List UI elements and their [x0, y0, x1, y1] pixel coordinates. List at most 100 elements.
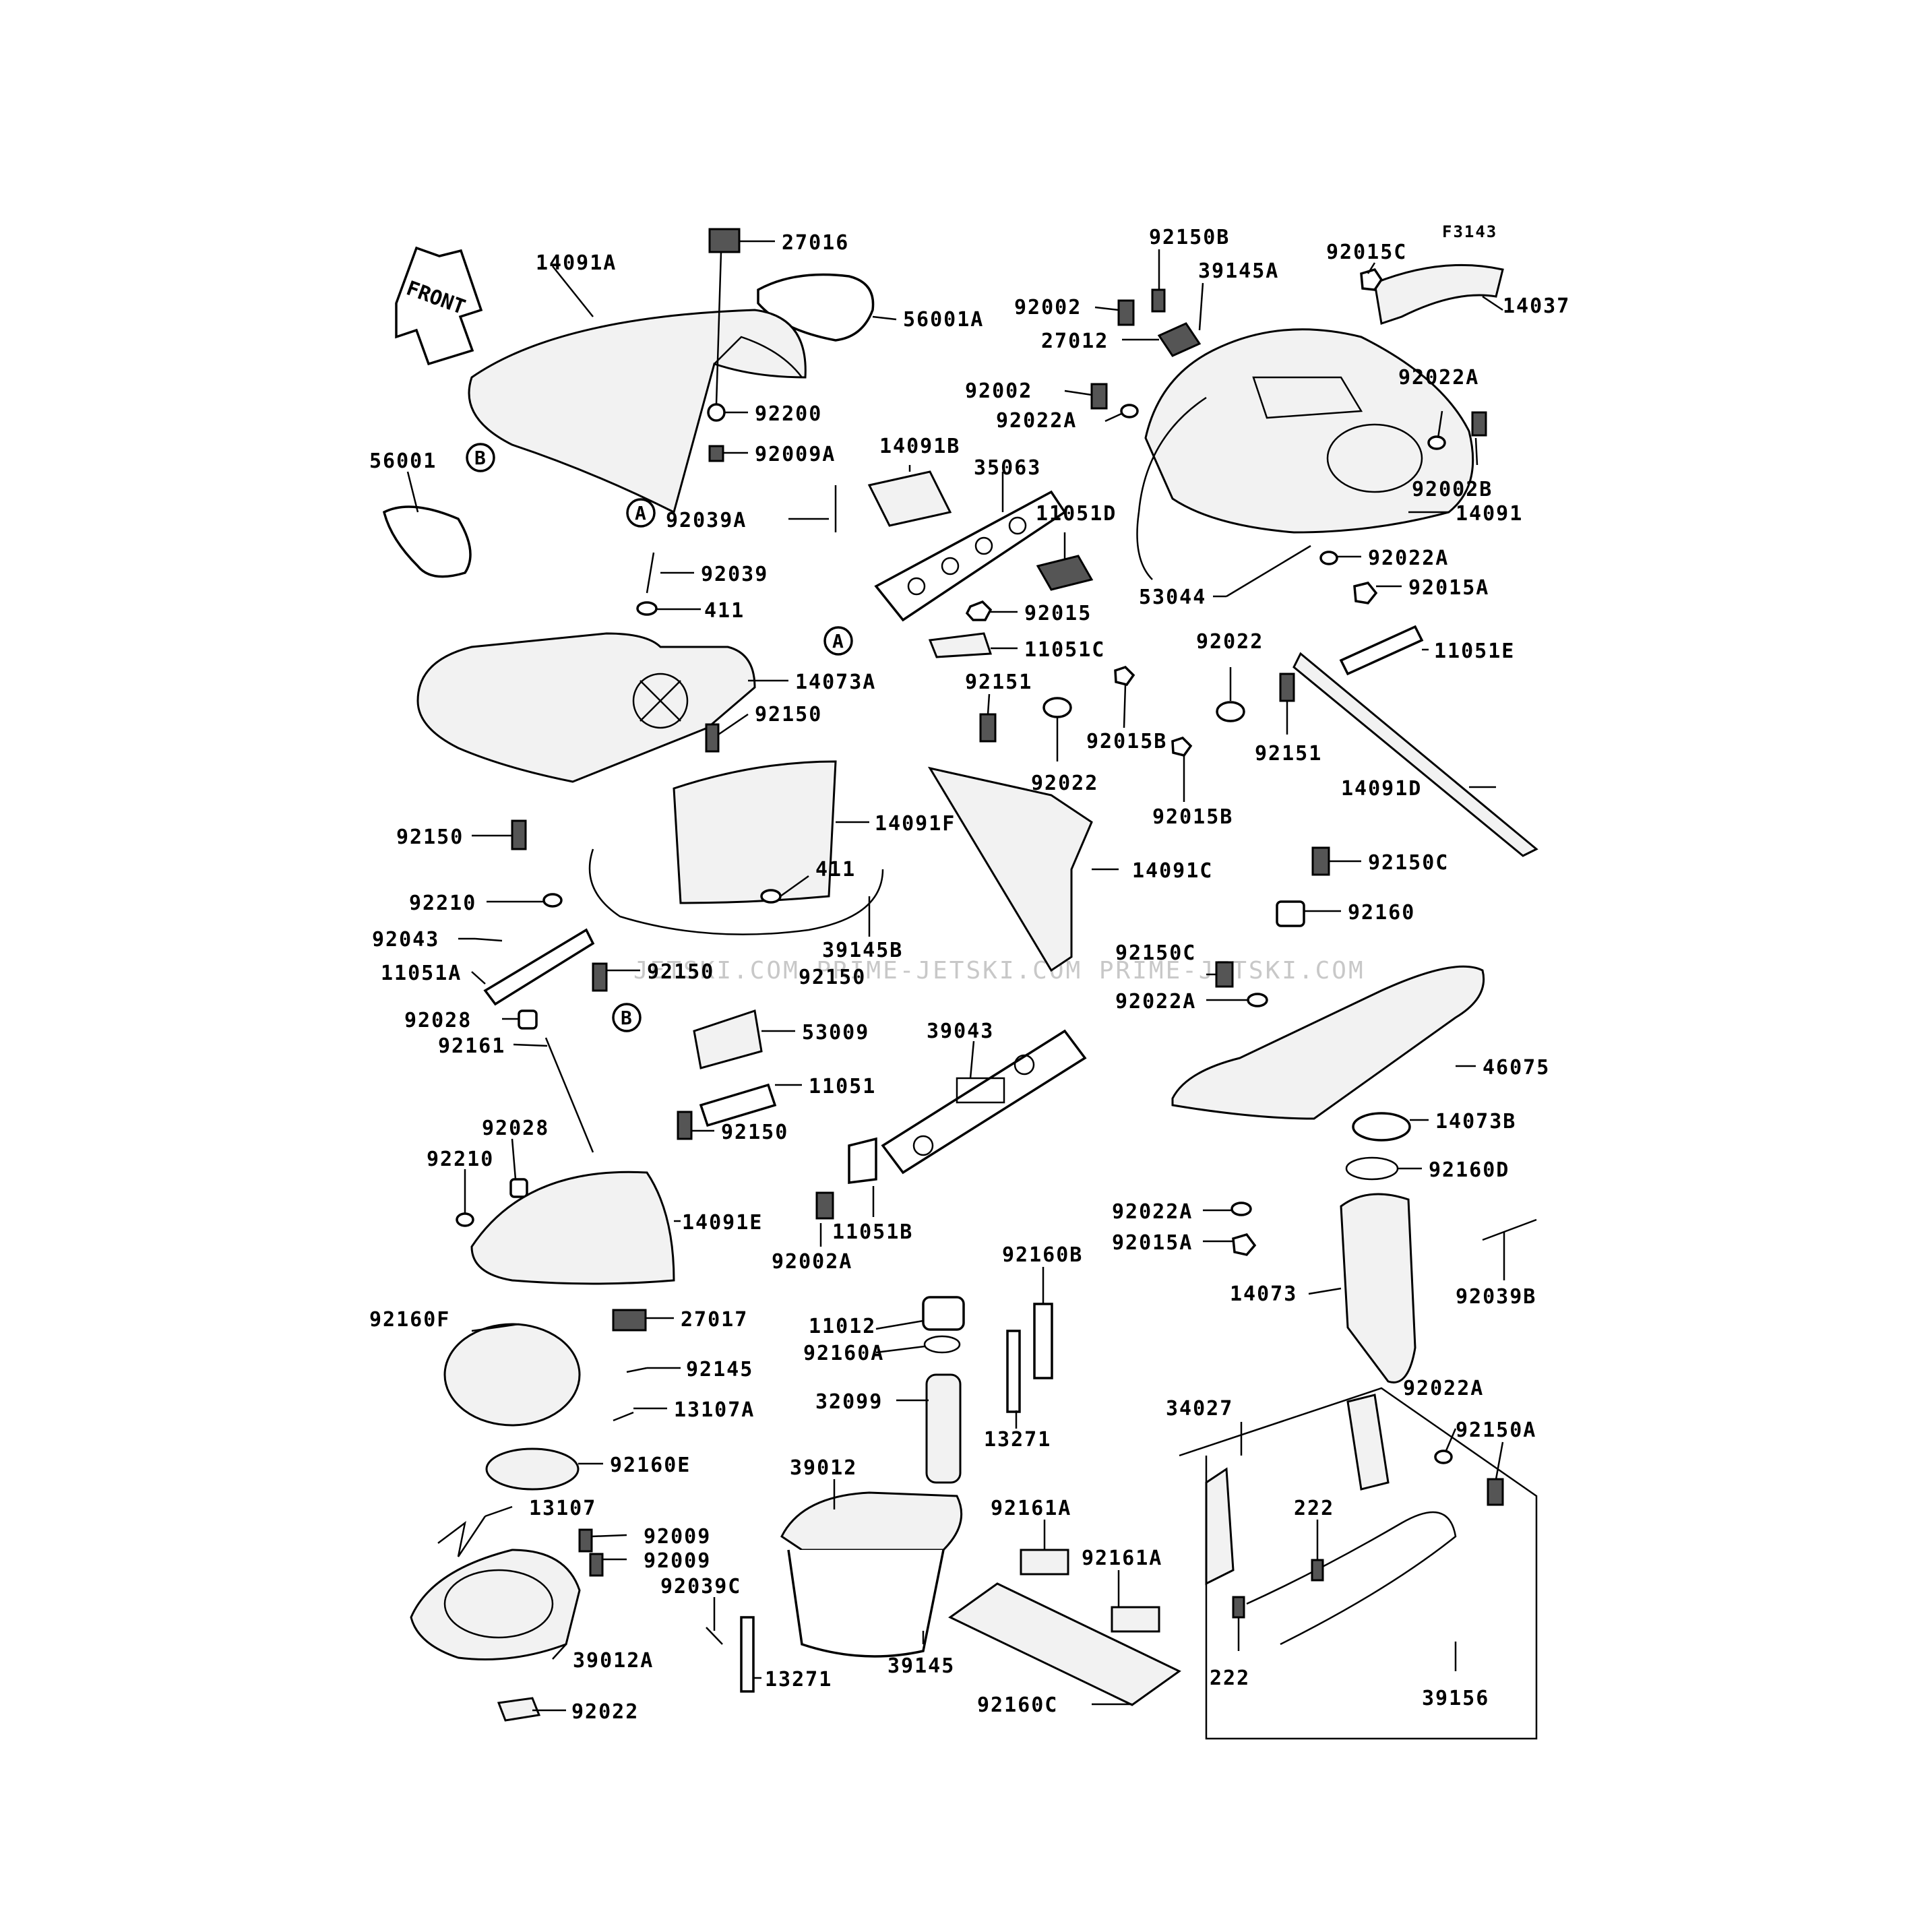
callout-b-top: B [466, 443, 495, 472]
part-label: 92022A [996, 409, 1077, 433]
callout-b-mid: B [612, 1003, 642, 1032]
part-label: 92028 [482, 1117, 549, 1140]
part-label: 92022 [1031, 772, 1098, 795]
part-labels: 27016 14091A 56001A 92200 92009A 56001 1… [369, 226, 1569, 1724]
part-label: 411 [815, 858, 856, 881]
part-label: 92015B [1152, 805, 1233, 829]
part-label: 56001A [903, 308, 984, 332]
part-label: 92150 [647, 960, 714, 984]
leader-lines [406, 240, 1505, 1712]
part-label: 14073A [795, 671, 876, 694]
part-label: 92015A [1112, 1231, 1193, 1255]
part-label: 92028 [404, 1009, 472, 1032]
part-label: 92160E [610, 1454, 691, 1477]
callout-a-mid: A [823, 626, 853, 656]
part-label: 92160B [1002, 1243, 1083, 1267]
part-label: 92150 [396, 825, 464, 849]
part-label: 35063 [974, 456, 1041, 480]
part-label: 11051 [809, 1075, 876, 1098]
part-label: 92043 [372, 928, 439, 952]
part-label: 56001 [369, 449, 437, 473]
part-label: 14091A [536, 251, 617, 275]
part-label: 27016 [782, 231, 849, 255]
part-label: 92002A [772, 1250, 852, 1274]
part-label: 39145 [887, 1654, 955, 1678]
part-label: 92161A [991, 1497, 1071, 1520]
part-label: 39145A [1198, 259, 1279, 283]
part-label: 92002 [965, 379, 1032, 403]
part-label: 92200 [755, 402, 822, 426]
part-label: 92150 [755, 703, 822, 726]
part-label: 411 [704, 599, 745, 623]
part-label: 92160 [1348, 901, 1415, 925]
part-label: 13107 [529, 1497, 596, 1520]
part-label: 92145 [686, 1358, 753, 1381]
part-label: 92015A [1408, 576, 1489, 600]
part-label: 13271 [765, 1668, 832, 1691]
part-label: 92002B [1412, 478, 1493, 501]
part-label: 11051B [832, 1220, 913, 1244]
part-label: 92039C [660, 1575, 741, 1598]
part-label: 92150A [1456, 1419, 1536, 1442]
watermark: JETSKI.COM PRIME-JETSKI.COM PRIME-JETSKI… [633, 957, 1365, 985]
part-label: 14091B [879, 435, 960, 458]
part-label: 92150C [1368, 851, 1449, 875]
callout-a-label: A [635, 502, 646, 524]
part-label: 92150 [799, 966, 866, 989]
part-label: 34027 [1166, 1397, 1233, 1421]
part-label: 39156 [1422, 1687, 1489, 1710]
part-label: 11051D [1036, 502, 1117, 526]
part-label: 39043 [927, 1020, 994, 1043]
callout-a-top: A [626, 498, 656, 528]
callout-a-label: A [832, 630, 844, 652]
part-label: 92022 [1196, 630, 1264, 654]
part-label: 222 [1294, 1497, 1334, 1520]
part-label: 92160D [1429, 1158, 1509, 1182]
part-label: 14073B [1435, 1110, 1516, 1133]
part-label: 39012A [573, 1649, 654, 1673]
callout-b-label: B [474, 447, 486, 469]
part-label: 222 [1210, 1666, 1250, 1690]
part-label: 92210 [409, 892, 476, 915]
front-arrow-icon: FRONT [395, 246, 483, 366]
part-label: 92161A [1082, 1547, 1162, 1570]
figure-code: F3143 [1442, 222, 1497, 241]
part-label: 92160F [369, 1308, 450, 1332]
part-label: 11012 [809, 1315, 876, 1338]
part-label: 27017 [681, 1308, 748, 1332]
part-label: 92150B [1149, 226, 1230, 249]
part-label: 92002 [1014, 296, 1082, 319]
part-label: 92009 [644, 1525, 711, 1549]
part-label: 92022A [1115, 990, 1196, 1014]
part-shapes [382, 228, 1538, 1740]
part-label: 92022A [1368, 547, 1449, 570]
part-label: 92009 [644, 1549, 711, 1573]
part-label: 14091F [875, 812, 956, 836]
part-label: 92009A [755, 443, 836, 466]
part-label: 11051E [1434, 640, 1515, 663]
part-label: 13271 [984, 1428, 1051, 1452]
part-label: 11051C [1024, 638, 1105, 662]
part-label: 92022A [1403, 1377, 1484, 1400]
part-label: 27012 [1041, 330, 1109, 353]
part-label: 46075 [1483, 1056, 1550, 1080]
part-label: 11051A [381, 962, 462, 985]
part-label: 92160C [977, 1693, 1058, 1717]
part-label: 92150C [1115, 941, 1196, 965]
part-label: 92022A [1398, 366, 1479, 389]
part-label: 92015C [1326, 241, 1407, 264]
part-label: 14091C [1132, 859, 1213, 883]
part-label: 14073 [1230, 1282, 1297, 1306]
part-label: 92039B [1456, 1285, 1536, 1309]
part-label: 92022A [1112, 1200, 1193, 1224]
part-label: 32099 [815, 1390, 883, 1414]
part-label: 39145B [822, 939, 903, 962]
part-label: 13107A [674, 1398, 755, 1422]
part-label: 92015 [1024, 602, 1092, 625]
callout-b-label: B [621, 1007, 632, 1029]
part-label: 92039A [666, 509, 747, 532]
part-label: 14091 [1456, 502, 1523, 526]
part-label: 14091E [682, 1211, 763, 1235]
part-label: 92039 [701, 563, 768, 586]
